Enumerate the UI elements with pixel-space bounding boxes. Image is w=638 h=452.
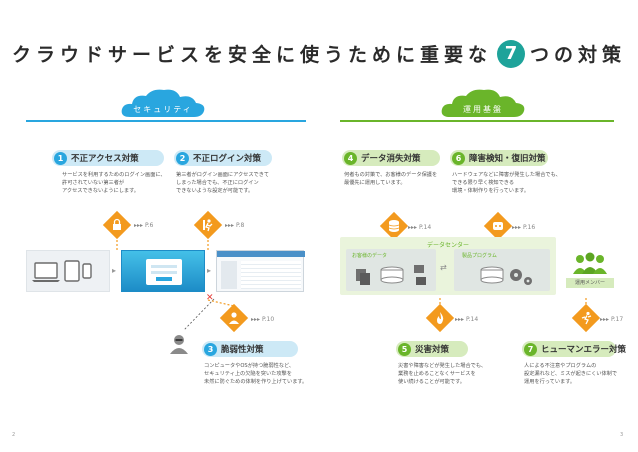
measure-7-title: 7 ヒューマンエラー対策 [522, 341, 626, 357]
lock-shield-icon [113, 218, 121, 230]
customer-data-label: お客様のデータ [352, 253, 388, 259]
measure-2-description: 第三者がログイン画面にアクセスできてしまった場合でも、不正にログインできないよう… [176, 172, 270, 194]
measure-4-icon [379, 211, 409, 241]
measure-7-number: 7 [524, 342, 537, 356]
devices-panel [26, 250, 110, 292]
measure-7-page-ref[interactable]: ▸▸▸ P.17 [600, 316, 624, 323]
security-section-label: セキュリティ [133, 105, 193, 114]
security-guard-icon [229, 312, 239, 324]
measure-6-title: 6 障害検知・復旧対策 [450, 150, 548, 166]
measure-1-number: 1 [54, 151, 67, 165]
operations-divider [340, 120, 614, 122]
measure-7-label: ヒューマンエラー対策 [541, 345, 627, 355]
measure-4-page-ref[interactable]: ▸▸▸ P.14 [408, 224, 432, 231]
program-label: 製品プログラム [462, 253, 497, 259]
measure-1-label: 不正アクセス対策 [71, 154, 139, 164]
page-number-left: 2 [12, 432, 16, 438]
measure-5-icon [425, 303, 455, 333]
operations-members-label: 運用メンバー [566, 278, 614, 288]
measure-3-number: 3 [204, 342, 217, 356]
customer-data-icons [356, 265, 426, 285]
page-number-right: 3 [620, 432, 624, 438]
measure-2-title: 2 不正ログイン対策 [174, 150, 272, 166]
measure-2-page-ref[interactable]: ▸▸▸ P.8 [225, 222, 245, 229]
arrow-right-icon: ▸ [207, 266, 212, 275]
measure-1-icon [102, 210, 132, 240]
operations-section-label: 運用基盤 [463, 105, 503, 114]
measure-6-label: 障害検知・復旧対策 [469, 154, 546, 164]
measure-3-icon [219, 303, 249, 333]
measure-5-number: 5 [398, 342, 411, 356]
security-divider [26, 120, 306, 122]
attacker-icon [168, 332, 190, 358]
customer-data-panel: お客様のデータ [346, 249, 436, 291]
measure-4-description: 何者もの対策で、お客様のデータ保護を最優先に運用しています。 [344, 172, 438, 186]
devices-icon [32, 260, 92, 282]
measure-6-icon [483, 211, 513, 241]
measure-5-description: 災害や障害などが発生した場合でも、業務を止めることなくサービスを使い続けることが… [398, 363, 487, 385]
arrow-right-icon: ▸ [112, 266, 117, 275]
measure-4-number: 4 [344, 151, 357, 165]
measure-3-label: 脆弱性対策 [221, 345, 264, 355]
operations-section-header: 運用基盤 [440, 89, 526, 118]
datacenter-box: データセンター お客様のデータ ⇄ 製品プログラム [340, 237, 556, 295]
measure-4-title: 4 データ消失対策 [342, 150, 440, 166]
measure-2-label: 不正ログイン対策 [193, 154, 262, 164]
blocked-x-icon: ✕ [206, 293, 214, 303]
measure-7-description: 人による不注意やプログラムの設定漏れなど、ミスが起きにくい体制で運用を行っていま… [524, 363, 618, 385]
database-icon [388, 220, 400, 232]
login-screen-thumbnail [121, 250, 205, 292]
measure-4-label: データ消失対策 [361, 154, 421, 164]
attack-path-line [183, 298, 215, 331]
measure-6-page-ref[interactable]: ▸▸▸ P.16 [512, 224, 536, 231]
measure-3-title: 3 脆弱性対策 [202, 341, 298, 357]
measure-2-icon [193, 210, 223, 240]
measure-7-icon [571, 303, 601, 333]
cloud-icon [441, 89, 525, 117]
measure-3-description: コンピュータやOSが持つ脆弱性など、セキュリティ上の欠陥を突いた攻撃を未然に防ぐ… [204, 363, 308, 385]
measure-1-title: 1 不正アクセス対策 [52, 150, 164, 166]
exchange-arrows-icon: ⇄ [440, 263, 447, 272]
app-screen-thumbnail [216, 250, 305, 292]
operations-team-icon [570, 252, 610, 280]
fire-icon [437, 312, 444, 324]
server-alert-icon [493, 222, 503, 230]
measure-5-page-ref[interactable]: ▸▸▸ P.14 [455, 316, 479, 323]
security-section-header: セキュリティ [120, 89, 206, 118]
program-panel: 製品プログラム [454, 249, 550, 291]
blocked-entry-icon [203, 219, 213, 232]
measure-6-number: 6 [452, 151, 465, 165]
cloud-icon [121, 89, 205, 117]
datacenter-label: データセンター [426, 242, 469, 249]
measure-1-page-ref[interactable]: ▸▸▸ P.6 [134, 222, 154, 229]
measure-5-title: 5 災害対策 [396, 341, 468, 357]
measure-1-description: サービスを利用するためのログイン画面に、許可されていない第三者がアクセスできない… [62, 172, 166, 194]
slip-person-icon [581, 311, 592, 325]
measure-6-description: ハードウェアなどに障害が発生した場合でも、できる限り早く検知できる環境・体制作り… [452, 172, 561, 194]
measure-3-page-ref[interactable]: ▸▸▸ P.10 [251, 316, 275, 323]
program-icons [480, 266, 532, 285]
measure-2-number: 2 [176, 151, 189, 165]
measure-5-label: 災害対策 [415, 345, 450, 355]
